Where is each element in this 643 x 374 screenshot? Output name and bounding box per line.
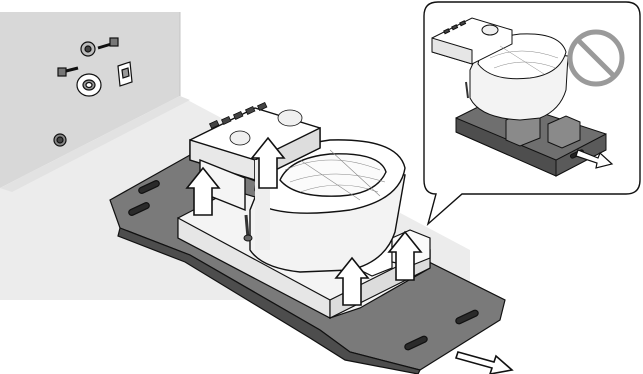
wall-anchor-icon xyxy=(81,42,95,56)
callout-bubble xyxy=(424,2,640,224)
washer-icon xyxy=(77,74,101,96)
wall-outlet-icon xyxy=(54,134,66,146)
wall-bracket-icon xyxy=(118,62,132,86)
pull-tray-arrow-icon xyxy=(456,352,512,374)
